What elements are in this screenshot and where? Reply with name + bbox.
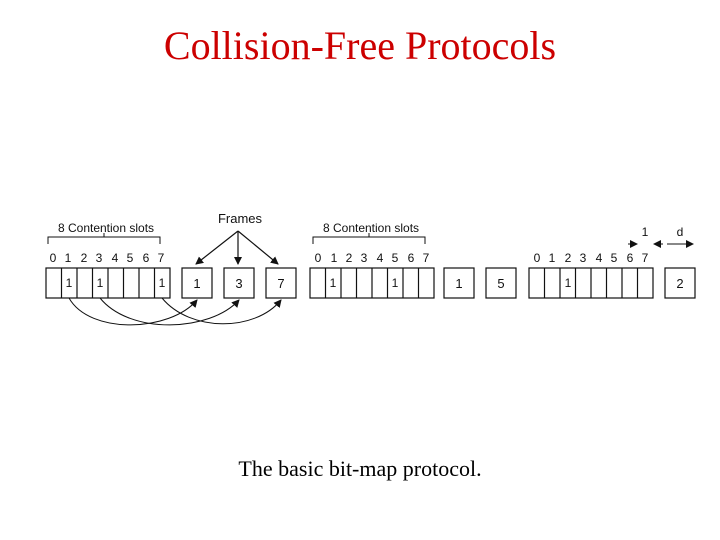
frame-boxes-1: [181, 267, 297, 299]
mapping-arrow-1: [68, 297, 198, 326]
frame-box: [181, 267, 213, 299]
slot-number: 6: [627, 251, 634, 265]
slots-brace-1: [47, 236, 161, 244]
slot-number: 4: [112, 251, 119, 265]
slot-number: 3: [96, 251, 103, 265]
slot-bit: 1: [392, 276, 399, 290]
frame-box: [664, 267, 696, 299]
slot-numbers-1: 0 1 2 3 4 5 6 7: [50, 251, 165, 265]
slot-bit: 1: [159, 276, 166, 290]
slots-label-1: 8 Contention slots: [58, 221, 154, 235]
slot-numbers-3: 0 1 2 3 4 5 6 7: [534, 251, 649, 265]
frame-label: 1: [193, 276, 200, 291]
frames-arrow-3: [237, 230, 279, 265]
dimension-one-slot: 1: [628, 225, 663, 248]
dim-d-label: d: [677, 225, 684, 239]
slot-cells-3: [528, 267, 654, 299]
slot-bits-2: 1 1: [330, 276, 399, 290]
slot-number: 4: [596, 251, 603, 265]
frame-label: 7: [277, 276, 284, 291]
slots-label-2: 8 Contention slots: [323, 221, 419, 235]
slot-numbers-2: 0 1 2 3 4 5 6 7: [315, 251, 430, 265]
slot-cells-2: [309, 267, 435, 299]
frame-label: 2: [676, 276, 683, 291]
slot-number: 1: [549, 251, 556, 265]
slot-number: 6: [143, 251, 150, 265]
slot-number: 7: [423, 251, 430, 265]
frame-boxes-2: [443, 267, 517, 299]
frame-label: 1: [455, 276, 462, 291]
slot-number: 2: [81, 251, 88, 265]
dim-one-label: 1: [642, 225, 649, 239]
slot-bit: 1: [565, 276, 572, 290]
slot-number: 5: [127, 251, 134, 265]
frames-label: Frames: [218, 211, 263, 226]
slot-bits-1: 1 1 1: [66, 276, 166, 290]
slot-number: 5: [611, 251, 618, 265]
frame-label: 3: [235, 276, 242, 291]
mapping-arrow-3: [99, 297, 240, 326]
frame-box: [485, 267, 517, 299]
slot-number: 0: [534, 251, 541, 265]
dimension-d-frame: d: [667, 225, 694, 248]
slot-number: 3: [361, 251, 368, 265]
slot-number: 7: [642, 251, 649, 265]
slot-number: 2: [346, 251, 353, 265]
frame-boxes-3: [664, 267, 696, 299]
contention-group-2: 8 Contention slots 0 1 2 3 4 5 6 7 1 1 1: [309, 221, 517, 299]
frame-box: [265, 267, 297, 299]
slot-number: 2: [565, 251, 572, 265]
slot-bit: 1: [97, 276, 104, 290]
slots-brace-2: [312, 236, 426, 244]
slot-bit: 1: [66, 276, 73, 290]
slot-number: 3: [580, 251, 587, 265]
slot-number: 0: [315, 251, 322, 265]
slot-number: 1: [331, 251, 338, 265]
frame-box: [223, 267, 255, 299]
slot-bit: 1: [330, 276, 337, 290]
slot-number: 7: [158, 251, 165, 265]
frames-arrows: [195, 230, 279, 265]
slot-number: 1: [65, 251, 72, 265]
slot-number: 5: [392, 251, 399, 265]
frames-arrow-1: [195, 230, 239, 265]
contention-group-3: 0 1 2 3 4 5 6 7 1 2: [528, 251, 696, 299]
slot-bits-3: 1: [565, 276, 572, 290]
slot-number: 0: [50, 251, 57, 265]
contention-group-1: 8 Contention slots 0 1 2 3 4 5 6 7 1 1 1: [45, 221, 297, 326]
frame-mapping-arrows: [68, 297, 282, 326]
slot-number: 4: [377, 251, 384, 265]
frame-box: [443, 267, 475, 299]
frame-label: 5: [497, 276, 504, 291]
mapping-arrow-7: [161, 297, 282, 325]
diagram-caption: The basic bit-map protocol.: [238, 456, 482, 481]
slot-number: 6: [408, 251, 415, 265]
slide-title: Collision-Free Protocols: [163, 23, 557, 68]
slot-cells-1: [45, 267, 171, 299]
